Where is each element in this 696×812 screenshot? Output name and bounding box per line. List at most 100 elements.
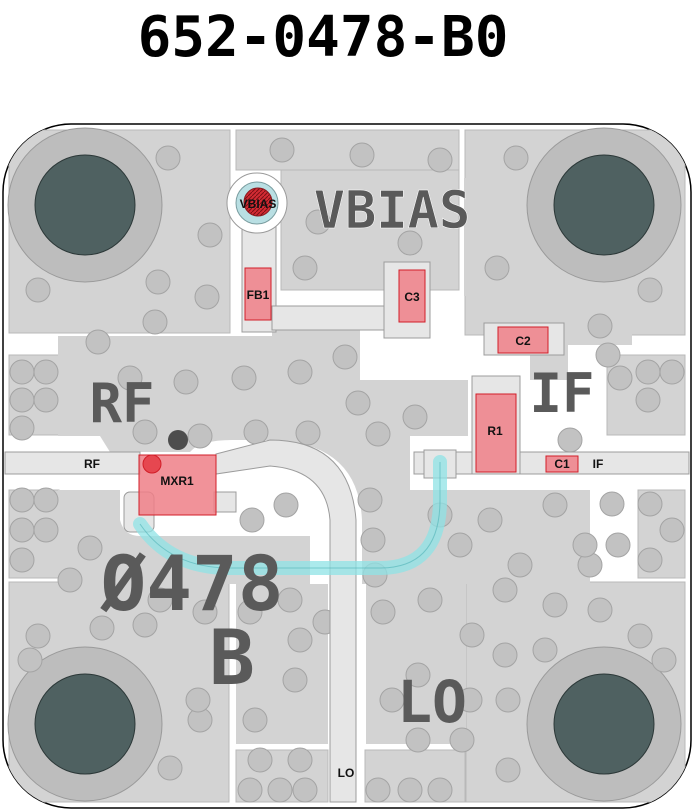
via: [627, 623, 653, 649]
trace-fb1-c3: [271, 305, 388, 331]
ground-fill-middle: [58, 330, 590, 584]
component-c1[interactable]: [545, 455, 579, 473]
via: [77, 535, 103, 561]
label-rf-pad: RF: [84, 457, 100, 471]
via: [349, 142, 375, 168]
pcb-board: VBIAS RF IF Ø478 B LO VBIAS FB1 C3 C2 R1…: [2, 123, 692, 809]
part-number-title: 652-0478-B0: [138, 5, 509, 70]
if-route-outline: [139, 462, 441, 569]
via: [237, 777, 263, 803]
via: [405, 727, 431, 753]
via: [449, 727, 475, 753]
via: [477, 507, 503, 533]
via: [155, 145, 181, 171]
via: [269, 137, 295, 163]
components: [138, 267, 579, 516]
via: [637, 547, 663, 573]
pad-mxr1-gnd: [213, 491, 237, 513]
silkscreen: VBIAS RF IF Ø478 B LO: [89, 181, 594, 736]
via: [295, 420, 321, 446]
via: [397, 230, 423, 256]
via: [25, 277, 51, 303]
silk-rf: RF: [89, 372, 154, 435]
via: [157, 755, 183, 781]
label-lo-pad: LO: [338, 766, 355, 780]
via: [557, 427, 583, 453]
via: [273, 492, 299, 518]
via: [57, 567, 83, 593]
via: [459, 622, 485, 648]
via: [142, 309, 168, 335]
via: [9, 387, 35, 413]
via: [397, 777, 423, 803]
via: [192, 599, 218, 625]
label-r1: R1: [487, 424, 503, 438]
via: [417, 587, 443, 613]
via: [492, 642, 518, 668]
via: [242, 707, 268, 733]
via: [287, 747, 313, 773]
trace-lo: [215, 439, 357, 803]
via: [635, 359, 661, 385]
polarity-dot: [168, 430, 188, 450]
via: [277, 587, 303, 613]
via: [117, 365, 143, 391]
via: [587, 597, 613, 623]
labels: VBIAS FB1 C3 C2 R1 C1 MXR1 RF IF LO: [84, 197, 603, 780]
pin1-marker: [142, 454, 162, 474]
via: [370, 599, 396, 625]
via: [132, 612, 158, 638]
via: [173, 369, 199, 395]
via: [402, 404, 428, 430]
via: [292, 777, 318, 803]
via: [9, 359, 35, 385]
via: [484, 255, 510, 281]
silk-vbias: VBIAS: [314, 181, 471, 241]
via: [659, 517, 685, 543]
via: [9, 487, 35, 513]
via: [427, 147, 453, 173]
via: [17, 647, 43, 673]
via: [231, 365, 257, 391]
via: [147, 587, 173, 613]
via: [247, 747, 273, 773]
via: [237, 599, 263, 625]
via: [651, 647, 677, 673]
via: [33, 387, 59, 413]
via: [635, 387, 661, 413]
via: [292, 255, 318, 281]
via: [25, 623, 51, 649]
via: [659, 359, 685, 385]
via: [492, 577, 518, 603]
via: [282, 667, 308, 693]
silk-revision: B: [209, 613, 255, 702]
via: [9, 415, 35, 441]
via: [9, 547, 35, 573]
component-fb1[interactable]: [244, 267, 272, 321]
vbias-test-point: [243, 187, 273, 217]
via: [637, 277, 663, 303]
via: [605, 532, 631, 558]
via: [287, 627, 313, 653]
via: [9, 517, 35, 543]
via: [542, 592, 568, 618]
via: [185, 687, 211, 713]
via: [194, 284, 220, 310]
label-fb1: FB1: [247, 288, 270, 302]
via: [365, 777, 391, 803]
component-c2[interactable]: [497, 326, 549, 354]
via: [607, 365, 633, 391]
via: [197, 222, 223, 248]
label-vbias-pad: VBIAS: [240, 197, 277, 211]
silk-lo: LO: [397, 668, 467, 736]
via: [379, 687, 405, 713]
via: [243, 419, 269, 445]
component-c3[interactable]: [398, 269, 426, 323]
via: [345, 390, 371, 416]
component-r1[interactable]: [475, 393, 517, 473]
via: [357, 487, 383, 513]
trace-rf: [4, 451, 141, 475]
via: [332, 344, 358, 370]
